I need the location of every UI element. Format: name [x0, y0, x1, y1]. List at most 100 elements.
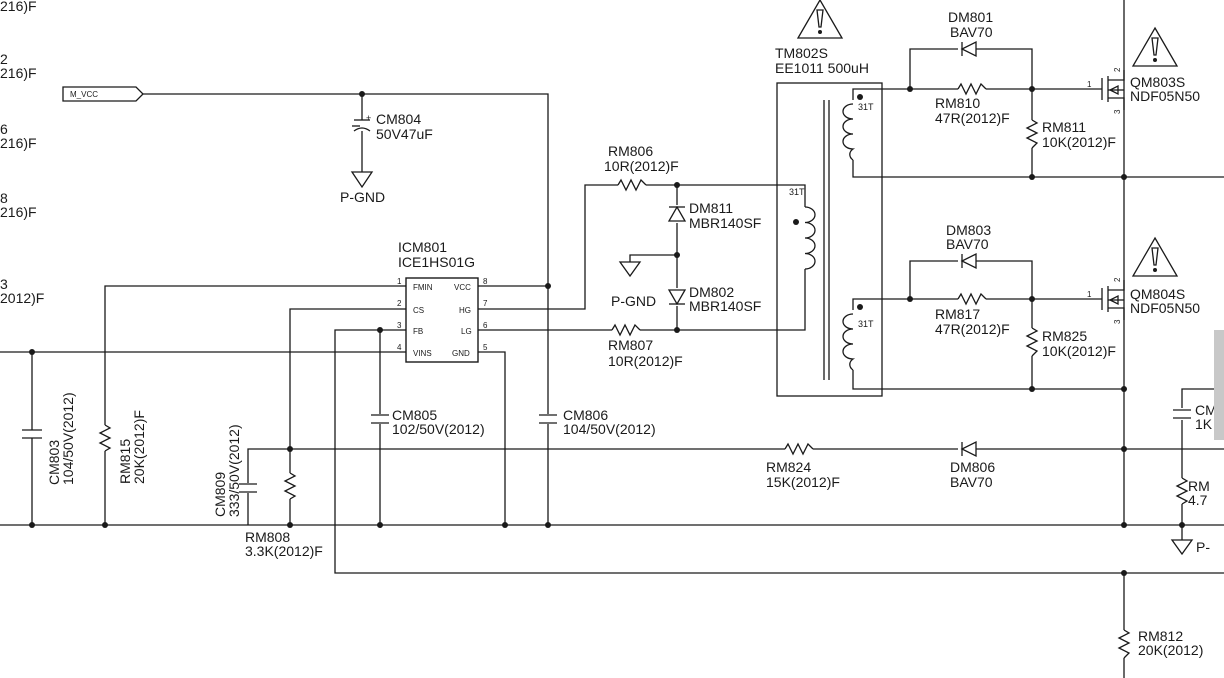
rm812-value: 20K(2012) — [1138, 642, 1203, 658]
cm806-value: 104/50V(2012) — [563, 421, 656, 437]
left-label-5b: 2012)F — [0, 290, 44, 306]
cm804-gnd-label: P-GND — [340, 189, 385, 205]
left-label-4b: 216)F — [0, 204, 37, 220]
qm804s-pin1: 1 — [1087, 290, 1092, 299]
rm808-ref: RM808 — [245, 529, 290, 545]
cm806-ref: CM806 — [563, 407, 608, 423]
rm807-ref: RM807 — [608, 337, 653, 353]
rm824-ref: RM824 — [766, 459, 811, 475]
resistor-rm811: RM811 10K(2012)F — [1024, 119, 1116, 150]
ground-icon — [350, 171, 374, 189]
pin-hg: HG — [459, 306, 471, 315]
cm804-value: 50V47uF — [376, 126, 433, 142]
rm817-ref: RM817 — [935, 306, 980, 322]
dm806-value: BAV70 — [950, 474, 993, 490]
pin-vins: VINS — [413, 349, 432, 358]
qm804s-pin2: 2 — [1113, 277, 1122, 282]
capacitor-cm804: + CM804 50V47uF P-GND — [340, 111, 433, 205]
rm825-ref: RM825 — [1042, 328, 1087, 344]
rm806-ref: RM806 — [608, 143, 653, 159]
pin-3-num: 3 — [397, 321, 402, 330]
pin-fb: FB — [413, 327, 423, 336]
qm803s-pin3: 3 — [1113, 109, 1122, 114]
pin-fmin: FMIN — [413, 283, 433, 292]
dm801-ref: DM801 — [948, 9, 993, 25]
resistor-rm825: RM825 10K(2012)F — [1024, 327, 1116, 359]
tm802s-ref: TM802S — [775, 45, 828, 61]
dm802-gnd-label: P-GND — [611, 293, 656, 309]
left-label-1: 216)F — [0, 0, 37, 14]
mosfet-qm804s: 1 2 3 QM804S NDF05N50 — [1087, 236, 1200, 324]
pin-7-num: 7 — [483, 299, 488, 308]
pin-4-num: 4 — [397, 343, 402, 352]
mosfet-qm803s: 1 2 3 QM803S NDF05N50 — [1087, 26, 1200, 114]
junctions — [29, 86, 1185, 576]
resistor-rm808: RM808 3.3K(2012)F — [245, 472, 323, 559]
qm803s-pin1: 1 — [1087, 80, 1092, 89]
left-partial-labels: 216)F 2 216)F 6 216)F 8 216)F 3 2012)F — [0, 0, 44, 306]
ic-icm801: ICM801 ICE1HS01G 1 2 3 4 FMIN CS FB VINS… — [397, 239, 488, 363]
right-cap-ref: CM — [1195, 402, 1217, 418]
dm802-ref: DM802 — [689, 284, 734, 300]
pin-5-num: 5 — [483, 343, 488, 352]
qm804s-pin3: 3 — [1113, 319, 1122, 324]
rm812-ref: RM812 — [1138, 628, 1183, 644]
rm810-ref: RM810 — [935, 95, 980, 111]
rm824-value: 15K(2012)F — [766, 474, 840, 490]
left-label-3a: 6 — [0, 121, 8, 137]
pin-gnd: GND — [452, 349, 470, 358]
cm804-ref: CM804 — [376, 111, 421, 127]
dm803-value: BAV70 — [946, 236, 989, 252]
dm811-value: MBR140SF — [689, 215, 761, 231]
right-res-value: 4.7 — [1188, 492, 1208, 508]
capacitor-cm803: CM803 104/50V(2012) — [20, 392, 76, 485]
left-label-4a: 8 — [0, 190, 8, 206]
resistor-rm806: RM806 10R(2012)F — [604, 143, 679, 192]
tm-primary-turns: 31T — [789, 187, 805, 197]
capacitor-cm805: CM805 102/50V(2012) — [370, 407, 485, 437]
cm809-ref: CM809 — [212, 472, 228, 517]
cm805-ref: CM805 — [392, 407, 437, 423]
ground-icon — [1170, 539, 1194, 556]
left-label-5a: 3 — [0, 276, 8, 292]
ic-ref: ICM801 — [398, 239, 447, 255]
scrollbar-thumb[interactable] — [1214, 330, 1224, 440]
tm-sec2-turns: 31T — [858, 319, 874, 329]
dm802-value: MBR140SF — [689, 298, 761, 314]
svg-text:+: + — [366, 113, 371, 123]
qm803s-ref: QM803S — [1130, 74, 1185, 90]
dm811-ref: DM811 — [689, 200, 733, 216]
qm804s-value: NDF05N50 — [1130, 300, 1200, 316]
pin-2-num: 2 — [397, 299, 402, 308]
rm811-value: 10K(2012)F — [1042, 134, 1116, 150]
resistor-rm810: RM810 47R(2012)F — [935, 82, 1010, 126]
resistor-rm824: RM824 15K(2012)F — [766, 442, 840, 490]
resistor-rm807: RM807 10R(2012)F — [608, 323, 683, 369]
rm810-value: 47R(2012)F — [935, 110, 1010, 126]
rm808-value: 3.3K(2012)F — [245, 543, 323, 559]
ground-icon — [618, 261, 642, 278]
left-label-2a: 2 — [0, 51, 8, 67]
rm815-ref: RM815 — [117, 439, 133, 484]
right-gnd-label: P- — [1196, 539, 1210, 555]
rm811-ref: RM811 — [1042, 119, 1086, 135]
dm803-ref: DM803 — [946, 222, 991, 238]
warning-icon — [1131, 236, 1179, 277]
qm803s-value: NDF05N50 — [1130, 88, 1200, 104]
capacitor-cm806: CM806 104/50V(2012) — [538, 407, 656, 437]
diode-dm806: DM806 BAV70 — [950, 440, 995, 490]
rm806-value: 10R(2012)F — [604, 158, 679, 174]
qm803s-pin2: 2 — [1113, 67, 1122, 72]
cm805-value: 102/50V(2012) — [392, 421, 485, 437]
qm804s-ref: QM804S — [1130, 286, 1185, 302]
diode-dm802: DM802 MBR140SF P-GND — [611, 261, 761, 314]
rm817-value: 47R(2012)F — [935, 321, 1010, 337]
dm801-value: BAV70 — [950, 24, 993, 40]
left-label-2b: 216)F — [0, 65, 37, 81]
resistor-rm817: RM817 47R(2012)F — [935, 292, 1010, 337]
transformer-tm802s: TM802S EE1011 500uH 31T 31T 31T — [775, 0, 874, 380]
cm803-ref: CM803 — [46, 440, 62, 485]
dm806-ref: DM806 — [950, 459, 995, 475]
right-partial-components: CM 1K RM 4.7 P- — [1170, 402, 1217, 556]
